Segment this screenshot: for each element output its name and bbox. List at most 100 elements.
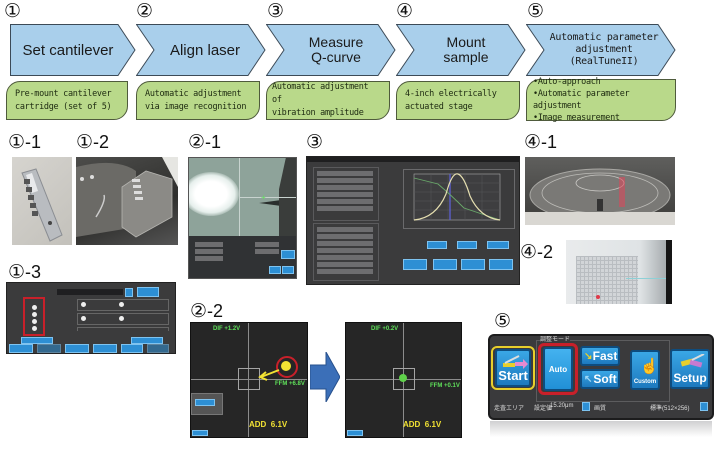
quality-label: 画質 bbox=[594, 406, 607, 412]
desc-line: vibration amplitude bbox=[272, 108, 364, 118]
laser-alignment-screenshot: + bbox=[188, 157, 297, 279]
param-row bbox=[317, 262, 373, 267]
laser-position-after: DIF +0.2V FFM +0.1V ADD 6.1V bbox=[345, 322, 462, 438]
auto-detect-button[interactable] bbox=[131, 337, 163, 344]
lever-radio[interactable] bbox=[32, 319, 37, 324]
caption-num: ① bbox=[8, 131, 26, 153]
desc-line: Automatic adjustment bbox=[145, 88, 242, 99]
detail-button[interactable] bbox=[137, 287, 159, 297]
fast-button[interactable]: ↘ Fast bbox=[580, 346, 620, 366]
laser-spot bbox=[189, 172, 239, 216]
overlay-button[interactable] bbox=[195, 399, 215, 406]
qcurve-button[interactable] bbox=[457, 241, 477, 249]
step-4-label-line: Mount bbox=[446, 34, 486, 50]
crosshair-h bbox=[626, 278, 672, 279]
figure-4-1-caption: ④-1 bbox=[524, 133, 557, 152]
lever-replace-button[interactable] bbox=[21, 337, 53, 344]
q-curve-screenshot bbox=[306, 156, 520, 285]
figure-2-1-caption: ②-1 bbox=[188, 133, 221, 152]
action-button[interactable] bbox=[282, 266, 294, 274]
caption-num: ④ bbox=[524, 131, 542, 153]
laser-spot bbox=[281, 361, 291, 371]
custom-button[interactable]: ☝ Custom bbox=[630, 350, 660, 390]
qcurve-button[interactable] bbox=[489, 259, 513, 270]
apply-button[interactable] bbox=[281, 250, 295, 259]
amplitude-curve bbox=[413, 173, 501, 221]
bottom-button[interactable] bbox=[37, 344, 61, 353]
param-row bbox=[317, 185, 373, 190]
crosshair-h bbox=[239, 197, 296, 198]
desc-line: •Auto-approach bbox=[533, 77, 601, 87]
sample-grid bbox=[576, 256, 638, 304]
params-panel-2 bbox=[313, 223, 379, 281]
qcurve-button[interactable] bbox=[461, 259, 485, 270]
step-3-number: ③ bbox=[267, 0, 285, 22]
dif-readout: DIF +0.2V bbox=[371, 326, 399, 332]
graph-frame bbox=[403, 169, 515, 229]
dif-readout: DIF +1.2V bbox=[213, 326, 241, 332]
step-3-label: Measure Q-curve bbox=[266, 24, 396, 76]
param-row bbox=[317, 192, 373, 197]
bottom-button[interactable] bbox=[9, 344, 33, 353]
action-button[interactable] bbox=[269, 266, 281, 274]
bottom-button[interactable] bbox=[93, 344, 117, 353]
desc-line: 4-inch electrically bbox=[405, 88, 497, 99]
radio[interactable] bbox=[119, 302, 124, 307]
soft-icon: ↖ bbox=[584, 374, 593, 385]
cartridge-mounted-photo bbox=[76, 157, 178, 245]
quality-dropdown[interactable] bbox=[700, 402, 708, 411]
move-arrow bbox=[258, 369, 280, 381]
param-row bbox=[317, 248, 373, 253]
bottom-button[interactable] bbox=[65, 344, 89, 353]
auto-button[interactable]: Auto bbox=[543, 347, 573, 391]
param-row bbox=[317, 255, 373, 260]
cantilever-dropdown[interactable] bbox=[125, 288, 133, 297]
target-box bbox=[393, 368, 415, 390]
lever-radio[interactable] bbox=[32, 326, 37, 331]
readout-row bbox=[195, 256, 223, 261]
qcurve-button[interactable] bbox=[433, 259, 457, 270]
panel-reflection bbox=[490, 421, 712, 437]
option-group bbox=[77, 299, 169, 311]
stage-illustration bbox=[525, 168, 675, 225]
qcurve-button[interactable] bbox=[487, 241, 509, 249]
bottom-button[interactable] bbox=[147, 344, 169, 353]
hand-pointer-icon: ☝ bbox=[640, 358, 659, 375]
lever-radio[interactable] bbox=[32, 312, 37, 317]
mode-group-frame bbox=[536, 340, 670, 402]
laser-spot-centered bbox=[399, 374, 407, 382]
lever-radio[interactable] bbox=[32, 305, 37, 310]
start-button[interactable]: Start bbox=[495, 349, 531, 387]
desc-line: actuated stage bbox=[405, 101, 473, 112]
fast-icon: ↘ bbox=[584, 351, 593, 362]
start-icon bbox=[503, 355, 528, 369]
target-box bbox=[238, 368, 260, 390]
step-5-number: ⑤ bbox=[527, 0, 545, 22]
corner-button[interactable] bbox=[192, 430, 208, 436]
soft-button[interactable]: ↖ Soft bbox=[580, 369, 620, 389]
axis-v bbox=[248, 323, 249, 437]
caption-suffix: -1 bbox=[205, 132, 222, 152]
setting-dropdown[interactable] bbox=[582, 402, 590, 411]
step-5-label: Automatic parameter adjustment (RealTune… bbox=[526, 24, 676, 76]
setup-button[interactable]: Setup bbox=[670, 349, 710, 389]
sample-grid-photo bbox=[566, 240, 672, 304]
cantilever-select-screenshot bbox=[6, 282, 176, 334]
radio[interactable] bbox=[81, 302, 86, 307]
mode-group-label: 調整モード bbox=[540, 336, 571, 343]
qcurve-button[interactable] bbox=[427, 241, 447, 249]
option-group bbox=[77, 327, 169, 333]
caption-suffix: -2 bbox=[537, 242, 554, 262]
bottom-button[interactable] bbox=[121, 344, 143, 353]
step-1-label: Set cantilever bbox=[22, 41, 114, 59]
cantilever-select-screenshot-bottom bbox=[6, 331, 176, 354]
qcurve-button[interactable] bbox=[403, 259, 427, 270]
radio[interactable] bbox=[81, 316, 86, 321]
radio[interactable] bbox=[119, 316, 124, 321]
corner-button[interactable] bbox=[347, 430, 363, 436]
target-marker: + bbox=[261, 193, 266, 202]
step-4-arrow: Mount sample bbox=[396, 24, 526, 76]
step-1-description: Pre-mount cantilever cartridge (set of 5… bbox=[6, 81, 128, 120]
caption-suffix: -1 bbox=[541, 132, 558, 152]
auto-label: Auto bbox=[548, 364, 568, 374]
